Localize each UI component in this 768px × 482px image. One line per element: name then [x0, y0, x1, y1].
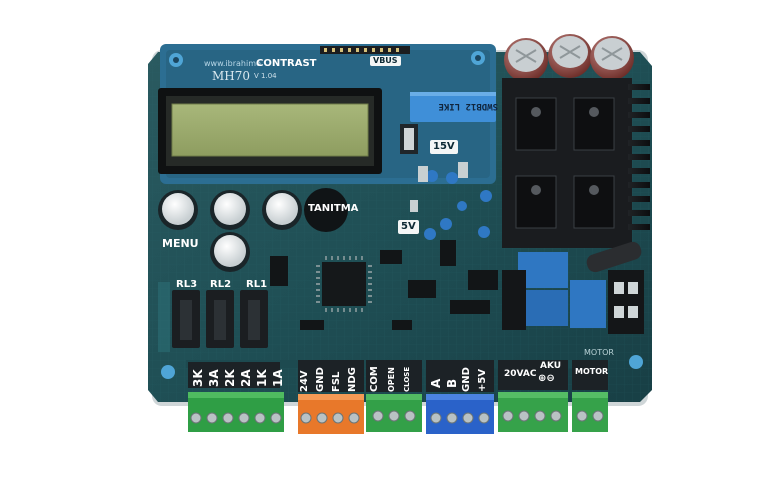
v5-label: 5V	[398, 220, 419, 234]
relay-label-rl3: RL3	[176, 279, 198, 290]
terminal-label-ndg: NDG	[347, 367, 358, 392]
contrast-label: CONTRAST	[256, 58, 317, 69]
menu-label: MENU	[162, 237, 199, 250]
capacitor-bank	[504, 34, 634, 82]
terminal-label-20vac: 20VAC	[504, 369, 537, 379]
terminal-label-close: CLOSE	[403, 366, 411, 392]
terminal-label-2a: 2A	[239, 369, 253, 387]
vbus-label: VBUS	[370, 56, 401, 66]
push-buttons	[158, 190, 302, 272]
terminal-label-open: OPEN	[387, 367, 396, 392]
learn-label: TANITMA	[308, 203, 359, 214]
output-relays	[172, 290, 268, 348]
power-relays	[502, 252, 644, 334]
terminal-label-24v: 24V	[299, 370, 310, 392]
terminal-label-gnd: GND	[315, 367, 326, 392]
terminal-label-1a: 1A	[271, 369, 285, 387]
learn-badge	[304, 188, 348, 232]
lcd-screen	[172, 104, 368, 156]
terminal-label-1k: 1K	[255, 369, 269, 387]
terminal-label-5v: +5V	[477, 368, 488, 392]
signal-relay	[410, 92, 496, 122]
website-text: www.ibrahimo	[204, 59, 261, 68]
mcu-chip	[322, 262, 366, 306]
v15-label: 15V	[430, 140, 458, 154]
terminal-label-fsl: FSL	[331, 371, 342, 392]
version-text: V 1.04	[254, 72, 277, 80]
terminal-label-2k: 2K	[223, 369, 237, 387]
terminal-blocks	[188, 392, 608, 434]
terminal-label-b: B	[445, 378, 459, 388]
motor-silk-label: MOTOR	[584, 348, 614, 357]
relay-marking: SWDB12 LIKE	[438, 101, 498, 111]
terminal-label-3k: 3K	[191, 369, 205, 387]
heatsink	[502, 78, 650, 248]
battery-polarity-icon: ⊕⊖	[538, 373, 555, 384]
terminal-label-com: COM	[369, 366, 380, 392]
terminal-label-motor: MOTOR	[575, 367, 609, 376]
relay-label-rl1: RL1	[246, 279, 268, 290]
model-text: MH70	[212, 69, 251, 83]
terminal-label-bus-gnd: GND	[461, 367, 472, 392]
terminal-label-a: A	[429, 378, 443, 388]
relay-label-rl2: RL2	[210, 279, 232, 290]
terminal-label-3a: 3A	[207, 369, 221, 387]
terminal-label-aku: AKU	[540, 361, 562, 371]
